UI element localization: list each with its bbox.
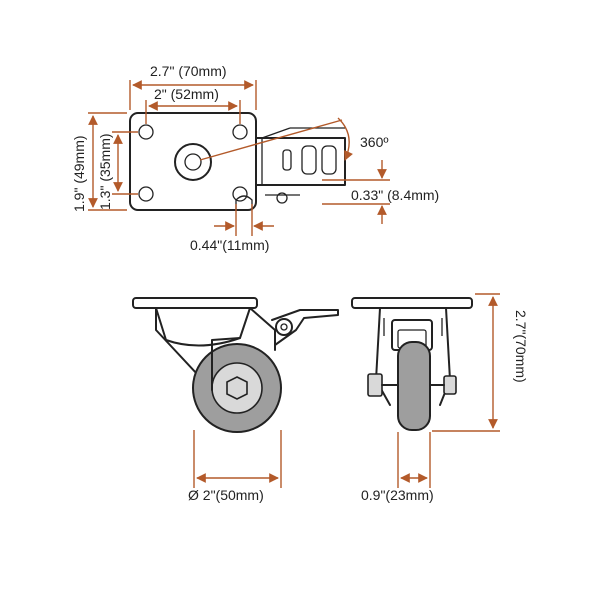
fork-arm bbox=[155, 307, 251, 347]
brake-lever bbox=[271, 309, 339, 346]
brake-lever-top bbox=[255, 137, 346, 186]
side-view: Ø 2"(50mm) bbox=[132, 297, 339, 503]
front-view: 2.7"(70mm) 0.9"(23mm) bbox=[351, 293, 529, 503]
swivel-center bbox=[184, 153, 202, 171]
plate-height-label: 1.9" (49mm) bbox=[71, 135, 87, 212]
total-height-label: 2.7"(70mm) bbox=[513, 310, 529, 383]
top-view: 2.7" (70mm) 2" (52mm) 1.9" (49mm) 1.3" (… bbox=[71, 63, 439, 253]
axle-nut-right bbox=[443, 375, 457, 395]
rotation-arc bbox=[337, 117, 354, 161]
brake-slot bbox=[321, 145, 337, 175]
plate-width-label: 2.7" (70mm) bbox=[150, 63, 227, 79]
mount-hole bbox=[138, 186, 154, 202]
wheel-diameter-label: Ø 2"(50mm) bbox=[188, 487, 264, 503]
hole-spacing-y-label: 1.3" (35mm) bbox=[97, 133, 113, 210]
fork-rear bbox=[249, 307, 276, 351]
hole-diameter-label: 0.33" (8.4mm) bbox=[351, 187, 439, 203]
mount-hole bbox=[232, 124, 248, 140]
fork-side bbox=[155, 307, 213, 391]
offset-label: 0.44"(11mm) bbox=[190, 237, 269, 253]
brake-slot bbox=[301, 145, 317, 175]
rotation-pointer bbox=[199, 119, 343, 161]
swivel-bearing bbox=[174, 143, 212, 181]
rotation-label: 360º bbox=[360, 134, 388, 150]
side-plate bbox=[132, 297, 258, 309]
front-wheel bbox=[397, 341, 431, 431]
wheel-width-label: 0.9"(23mm) bbox=[361, 487, 434, 503]
mount-hole bbox=[232, 186, 248, 202]
mount-hole bbox=[138, 124, 154, 140]
axle-nut-left bbox=[367, 373, 383, 397]
axle-nut bbox=[226, 376, 248, 400]
wheel-hint bbox=[235, 195, 253, 210]
front-plate bbox=[351, 297, 473, 309]
hole-spacing-x-label: 2" (52mm) bbox=[154, 86, 219, 102]
mounting-plate bbox=[129, 112, 257, 211]
brake-pivot bbox=[275, 318, 293, 336]
brake-slot bbox=[282, 149, 292, 171]
